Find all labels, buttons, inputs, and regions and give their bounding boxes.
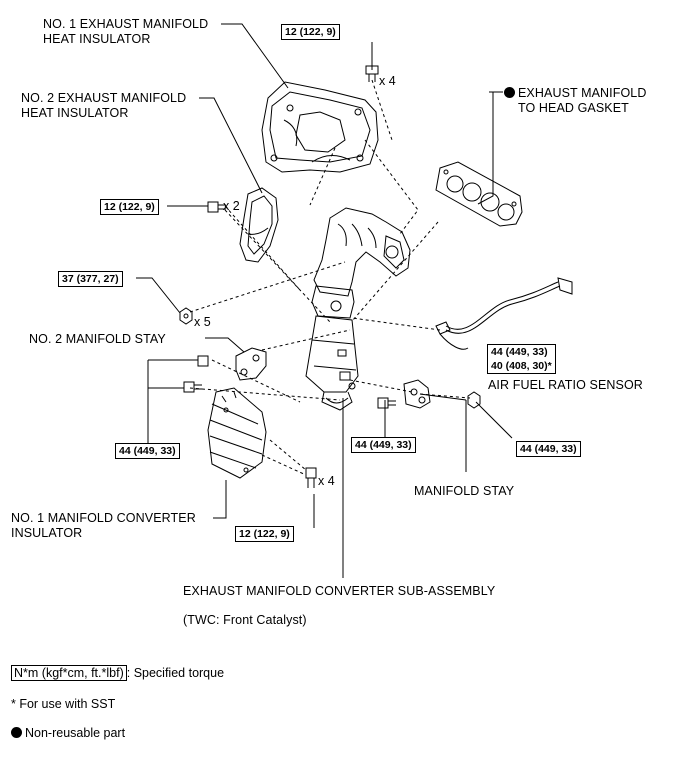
manifold-converter	[305, 207, 411, 411]
air-fuel-sensor	[435, 277, 573, 350]
no1-heat-insulator	[261, 81, 379, 173]
nut-manifold	[179, 307, 193, 325]
torque-top-bolts: 12 (122, 9)	[281, 24, 340, 40]
label-no2-heat-insulator-line1: NO. 2 EXHAUST MANIFOLD	[21, 91, 187, 105]
torque-stay-nut: 44 (449, 33)	[516, 441, 581, 457]
legend-non-reusable: Non-reusable part	[11, 726, 125, 740]
label-converter-insulator: NO. 1 MANIFOLD CONVERTER INSULATOR	[11, 511, 196, 541]
label-gasket-line1: EXHAUST MANIFOLD	[518, 86, 647, 100]
torque-sensor-line1: 44 (449, 33)	[491, 346, 548, 358]
torque-insulator2-bolts: 12 (122, 9)	[100, 199, 159, 215]
alignment-lines	[189, 79, 471, 476]
no2-heat-insulator	[239, 187, 279, 263]
label-converter-insulator-line2: INSULATOR	[11, 526, 83, 540]
no2-manifold-stay	[235, 347, 267, 381]
qty-top-bolts: x 4	[379, 74, 396, 88]
legend-sst-note: * For use with SST	[11, 697, 116, 711]
torque-sensor-line2: 40 (408, 30)*	[491, 360, 552, 372]
bolt-insulator2	[207, 201, 226, 213]
legend-non-reusable-text: Non-reusable part	[25, 726, 126, 740]
torque-stay2-bolts: 44 (449, 33)	[115, 443, 180, 459]
legend-torque-desc: : Specified torque	[126, 666, 225, 680]
label-no1-heat-insulator-line2: HEAT INSULATOR	[43, 32, 151, 46]
manifold-stay	[403, 379, 431, 409]
torque-stay-bolt: 44 (449, 33)	[351, 437, 416, 453]
torque-manifold-nuts: 37 (377, 27)	[58, 271, 123, 287]
stay-nut	[467, 391, 481, 409]
gasket	[435, 161, 523, 227]
label-twc: (TWC: Front Catalyst)	[183, 613, 307, 627]
filled-circle-icon	[504, 87, 515, 98]
label-gasket-line2: TO HEAD GASKET	[518, 101, 629, 115]
label-no1-heat-insulator-line1: NO. 1 EXHAUST MANIFOLD	[43, 17, 209, 31]
filled-circle-icon	[11, 727, 22, 738]
label-no2-manifold-stay: NO. 2 MANIFOLD STAY	[29, 332, 166, 346]
label-no2-heat-insulator-line2: HEAT INSULATOR	[21, 106, 129, 120]
bolt-top	[365, 65, 379, 82]
torque-converter-insulator-bolts: 12 (122, 9)	[235, 526, 294, 542]
qty-converter-insulator-bolts: x 4	[318, 474, 335, 488]
label-converter-sub-assembly: EXHAUST MANIFOLD CONVERTER SUB-ASSEMBLY	[183, 584, 496, 598]
stay2-bolts	[183, 355, 209, 393]
label-no2-heat-insulator: NO. 2 EXHAUST MANIFOLD HEAT INSULATOR	[21, 91, 186, 121]
qty-manifold-nuts: x 5	[194, 315, 211, 329]
label-converter-insulator-line1: NO. 1 MANIFOLD CONVERTER	[11, 511, 196, 525]
leader-lines	[136, 23, 513, 578]
qty-insulator2-bolts: x 2	[223, 199, 240, 213]
label-manifold-stay: MANIFOLD STAY	[414, 484, 515, 498]
insulator1-bolts	[305, 467, 317, 488]
converter-insulator	[207, 387, 267, 479]
legend-torque-unit: N*m (kgf*cm, ft.*lbf)	[11, 665, 127, 681]
label-gasket: EXHAUST MANIFOLD TO HEAD GASKET	[504, 86, 646, 116]
stay-bolt	[377, 397, 396, 409]
torque-air-fuel-sensor: 44 (449, 33) 40 (408, 30)*	[487, 344, 556, 374]
legend-torque: N*m (kgf*cm, ft.*lbf): Specified torque	[11, 665, 225, 681]
label-air-fuel-sensor: AIR FUEL RATIO SENSOR	[488, 378, 643, 392]
label-no1-heat-insulator: NO. 1 EXHAUST MANIFOLD HEAT INSULATOR	[43, 17, 208, 47]
